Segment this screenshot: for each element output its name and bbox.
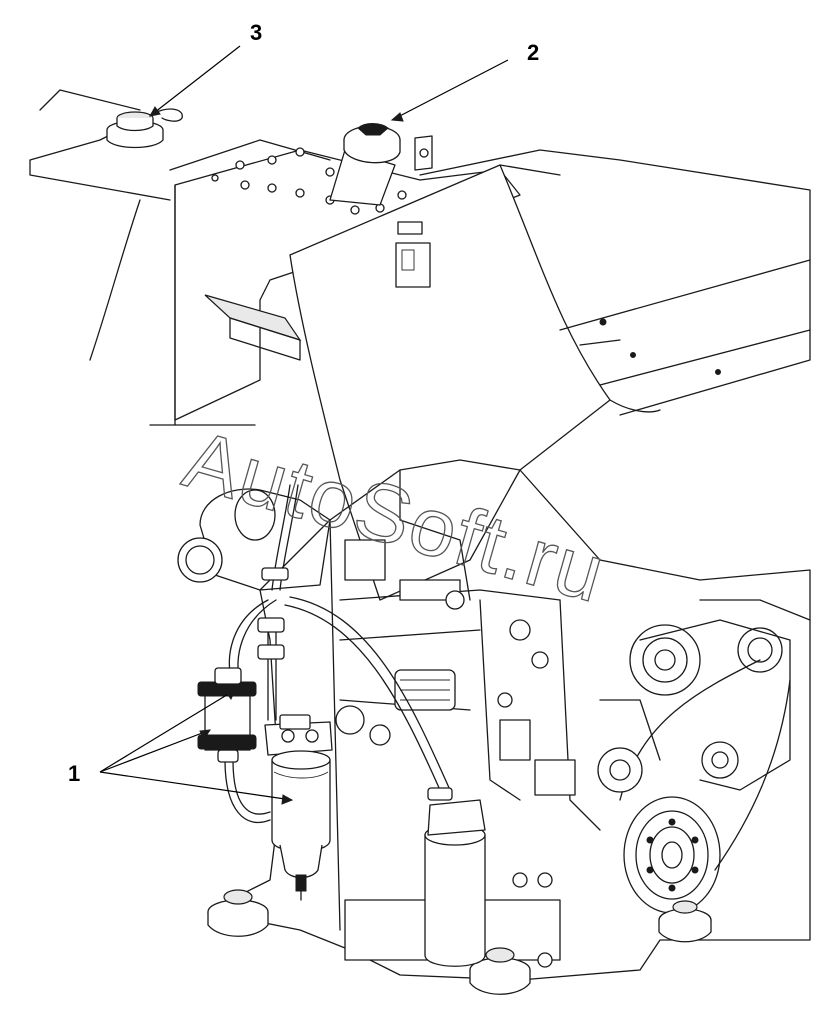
oil-filter bbox=[424, 799, 486, 967]
engine-block bbox=[177, 459, 811, 995]
part-3-breather-cap bbox=[106, 108, 183, 149]
part-2-fuel-filler-cap bbox=[329, 123, 433, 206]
callout-1: 1 bbox=[68, 689, 294, 805]
engine-mount-left bbox=[207, 889, 269, 937]
callout-2: 2 bbox=[390, 40, 539, 122]
callout-3-label: 3 bbox=[250, 20, 262, 45]
callout-1-label: 1 bbox=[68, 761, 80, 786]
crank-pulley bbox=[623, 796, 721, 914]
engine-mount-right bbox=[658, 900, 712, 943]
part-1-fuel-filter-assembly bbox=[197, 484, 453, 901]
info-sticker bbox=[397, 221, 423, 235]
callout-3: 3 bbox=[149, 20, 262, 117]
top-bolts bbox=[211, 147, 407, 215]
engine-mount-center bbox=[469, 947, 531, 995]
callout-2-label: 2 bbox=[527, 40, 539, 65]
